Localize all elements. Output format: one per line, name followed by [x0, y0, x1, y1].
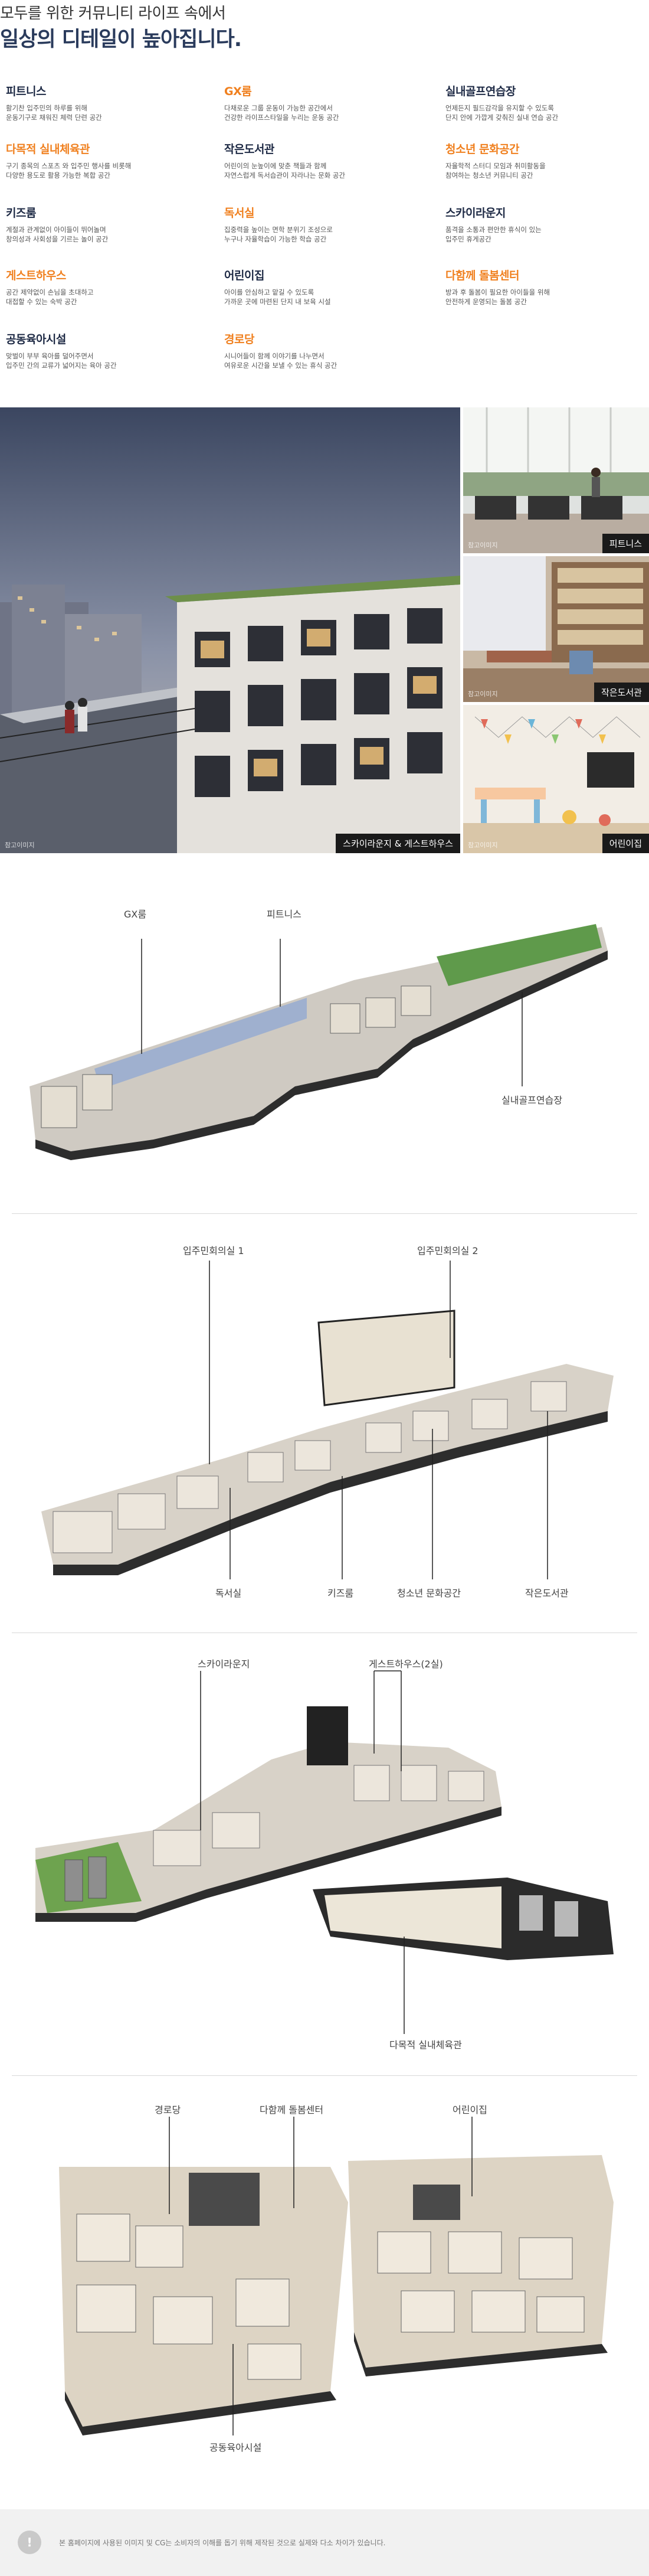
feature-desc: 구기 종목의 스포츠 와 입주민 행사를 비롯해 다양한 용도로 활용 가능한 …: [6, 162, 132, 179]
library-image: [463, 556, 649, 702]
plan-label-meeting2: 입주민회의실 2: [417, 1245, 478, 1256]
photo-gallery: 참고이미지 스카이라운지 & 게스트하우스 참고이미지 피트니스 참고이미지 작…: [0, 407, 649, 853]
fitness-image: [463, 407, 649, 553]
plan-label-senior: 경로당: [155, 2104, 181, 2115]
feature-desc: 자율학적 스터디 모임과 취미활동을 참여하는 청소년 커뮤니티 공간: [445, 162, 546, 179]
feature-title: 작은도서관: [224, 143, 274, 156]
plan-label-daycare: 어린이집: [453, 2104, 487, 2115]
feature-title: 스카이라운지: [445, 207, 506, 220]
feature-title: 다목적 실내체육관: [6, 143, 90, 156]
feature-title: 실내골프연습장: [445, 85, 516, 98]
plan-label-gx: GX룸: [124, 909, 147, 920]
plan-label-meeting1: 입주민회의실 1: [183, 1245, 244, 1256]
feature-desc: 활기찬 입주민의 하루를 위해 운동기구로 채워진 체력 단련 공간: [6, 104, 102, 122]
image-mark: 참고이미지: [5, 841, 35, 849]
plan-label-library: 작은도서관: [525, 1588, 569, 1599]
feature-desc: 계절과 관계없이 아이들이 뛰어놀며 창의성과 사회성을 기르는 놀이 공간: [6, 226, 109, 243]
plan-label-kids: 키즈룸: [327, 1588, 354, 1599]
daycare-image: [463, 705, 649, 853]
feature-title: 어린이집: [224, 269, 264, 282]
feature-title: 독서실: [224, 207, 254, 220]
feature-desc: 언제든지 필드감각을 유지할 수 있도록 단지 안에 가깝게 갖춰진 실내 연습…: [445, 104, 559, 122]
plan-label-skylounge: 스카이라운지: [198, 1658, 250, 1670]
floor-plan-3-illustration: [35, 1670, 614, 2034]
photo-caption: 스카이라운지 & 게스트하우스: [336, 834, 460, 853]
floor-plan-2-illustration: [41, 1261, 614, 1579]
floor-plan-1-illustration: [30, 924, 608, 1160]
photo-caption: 피트니스: [602, 534, 649, 553]
floor-plan-1: GX룸 피트니스 실내골프연습장: [0, 892, 649, 1204]
feature-desc: 아이를 안심하고 맡길 수 있도록 가까운 곳에 마련된 단지 내 보육 시설: [224, 288, 331, 306]
plan-label-reading: 독서실: [215, 1588, 242, 1599]
feature-desc: 공간 제약없이 손님을 초대하고 대접할 수 있는 숙박 공간: [6, 288, 94, 306]
intro-title: 일상의 디테일이 높아집니다.: [0, 28, 242, 51]
section-divider: [12, 1213, 637, 1214]
feature-desc: 맞벌이 부부 육아를 덜어주면서 입주민 간의 교류가 넓어지는 육아 공간: [6, 352, 117, 370]
feature-title: 공동육아시설: [6, 333, 66, 346]
plan-label-fitness: 피트니스: [267, 909, 301, 920]
plan-label-gym: 다목적 실내체육관: [389, 2039, 462, 2051]
image-mark: 참고이미지: [468, 541, 498, 549]
plan-label-golf: 실내골프연습장: [502, 1095, 563, 1106]
disclaimer-bar: ! 본 홈페이지에 사용된 이미지 및 CG는 소비자의 이해를 돕기 위해 제…: [0, 2509, 649, 2576]
floor-plan-4-illustration: [59, 2117, 614, 2435]
image-mark: 참고이미지: [468, 841, 498, 849]
photo-library: 참고이미지 작은도서관: [463, 556, 649, 702]
photo-fitness: 참고이미지 피트니스: [463, 407, 649, 553]
feature-desc: 다채로운 그룹 운동이 가능한 공간에서 건강한 라이프스타일을 누리는 운동 …: [224, 104, 339, 122]
plan-label-care: 다함께 돌봄센터: [260, 2104, 324, 2115]
info-icon: !: [18, 2531, 41, 2554]
feature-title: 경로당: [224, 333, 254, 346]
feature-desc: 시니어들이 함께 이야기를 나누면서 여유로운 시간을 보낼 수 있는 휴식 공…: [224, 352, 337, 370]
disclaimer-text: 본 홈페이지에 사용된 이미지 및 CG는 소비자의 이해를 돕기 위해 제작된…: [59, 2539, 386, 2547]
feature-title: 키즈룸: [6, 207, 36, 220]
plan-label-youth: 청소년 문화공간: [397, 1588, 461, 1599]
intro-subtitle: 모두를 위한 커뮤니티 라이프 속에서: [0, 5, 226, 22]
feature-title: 청소년 문화공간: [445, 143, 519, 156]
floor-plan-3: 스카이라운지 게스트하우스(2실) 다목적 실내체육관: [0, 1653, 649, 2055]
plan-label-guesthouse: 게스트하우스(2실): [369, 1658, 443, 1670]
photo-daycare: 참고이미지 어린이집: [463, 705, 649, 853]
photo-caption: 어린이집: [602, 834, 649, 853]
feature-title: GX룸: [224, 85, 252, 98]
feature-desc: 품격을 소통과 편안한 휴식이 있는 입주민 휴게공간: [445, 226, 542, 243]
photo-caption: 작은도서관: [594, 683, 649, 702]
image-mark: 참고이미지: [468, 690, 498, 698]
section-divider: [12, 2075, 637, 2076]
feature-desc: 어린이의 눈높이에 맞춘 책들과 함께 자연스럽게 독서습관이 자라나는 문화 …: [224, 162, 346, 179]
feature-title: 게스트하우스: [6, 269, 66, 282]
floor-plan-2: 입주민회의실 1 입주민회의실 2 독서실 키즈룸 청소년 문화공간 작은도서관: [0, 1234, 649, 1612]
feature-title: 다함께 돌봄센터: [445, 269, 519, 282]
feature-title: 피트니스: [6, 85, 46, 98]
photo-skylounge: 참고이미지 스카이라운지 & 게스트하우스: [0, 407, 460, 853]
plan-label-childcare: 공동육아시설: [209, 2442, 262, 2453]
floor-plan-4: 경로당 다함께 돌봄센터 어린이집 공동육아시설: [0, 2096, 649, 2486]
rooftop-render-image: [0, 407, 460, 853]
feature-desc: 방과 후 돌봄이 필요한 아이들을 위해 안전하게 운영되는 돌봄 공간: [445, 288, 550, 306]
feature-desc: 집중력을 높이는 면학 분위기 조성으로 누구나 자율학습이 가능한 학습 공간: [224, 226, 333, 243]
